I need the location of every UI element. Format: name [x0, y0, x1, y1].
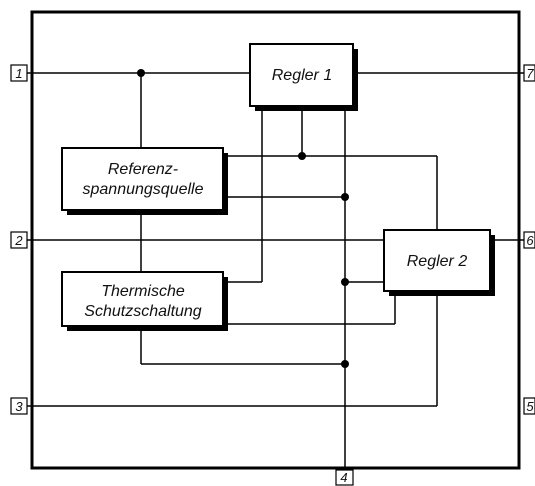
thermisch-label-line2: Schutzschaltung — [84, 303, 202, 320]
junction-dots — [137, 69, 349, 368]
regler-1-label: Regler 1 — [272, 67, 332, 84]
pin-3-label: 3 — [15, 399, 23, 414]
pin-1-label: 1 — [15, 66, 22, 81]
thermisch-label-line1: Thermische — [101, 283, 185, 300]
referenz-label-line1: Referenz- — [108, 161, 178, 178]
pin-2: 2 — [10, 231, 28, 249]
block-regler-1: Regler 1 — [249, 43, 358, 111]
pin-5: 5 — [523, 397, 535, 415]
block-regler-2: Regler 2 — [383, 229, 495, 296]
pin-6-label: 6 — [526, 233, 534, 248]
pin-7-label: 7 — [526, 66, 534, 81]
pin-4: 4 — [335, 469, 354, 486]
pin-1: 1 — [10, 64, 28, 82]
block-referenzspannungsquelle: Referenz- spannungsquelle — [61, 147, 228, 215]
pin-3: 3 — [10, 397, 28, 415]
pin-4-label: 4 — [340, 470, 347, 485]
pin-6: 6 — [523, 231, 535, 249]
regler-2-label: Regler 2 — [407, 253, 468, 270]
wiring — [27, 72, 524, 474]
referenz-label-line2: spannungsquelle — [83, 181, 204, 198]
pin-7: 7 — [523, 64, 535, 82]
pin-5-label: 5 — [526, 399, 534, 414]
block-thermische-schutzschaltung: Thermische Schutzschaltung — [61, 271, 228, 331]
pin-2-label: 2 — [14, 233, 23, 248]
